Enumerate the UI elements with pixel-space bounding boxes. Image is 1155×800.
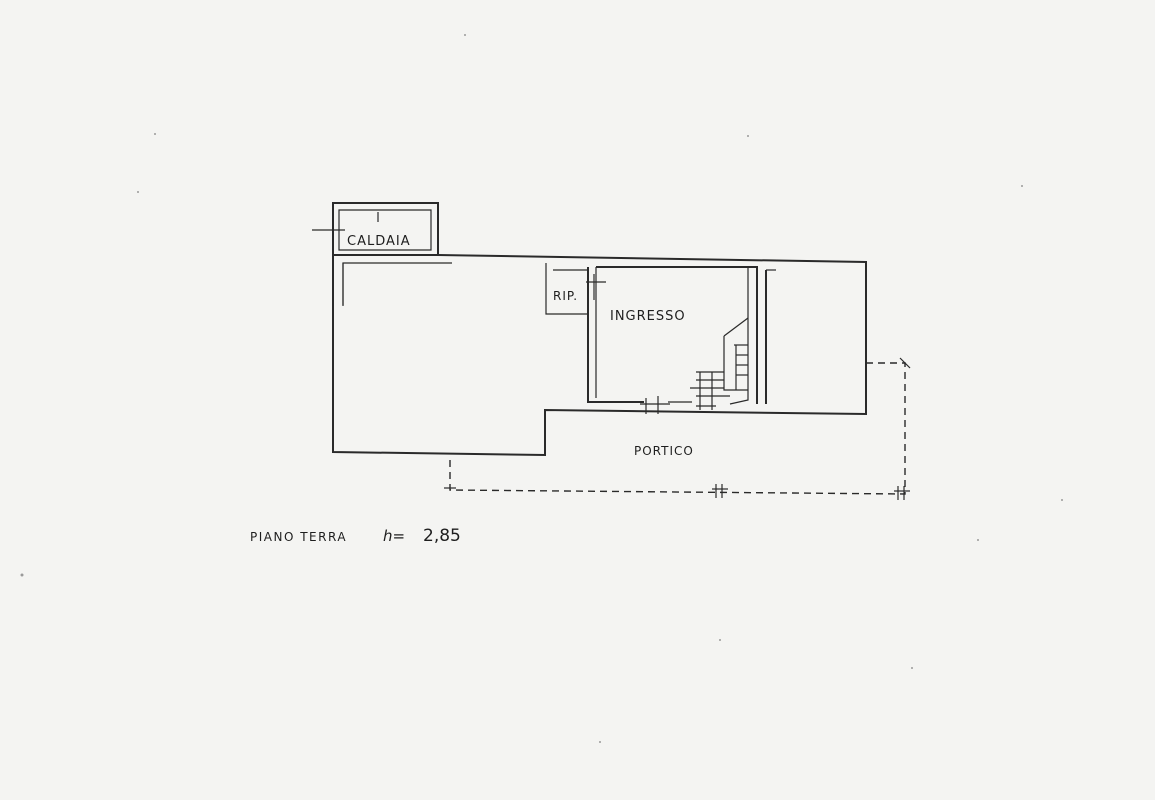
ingresso-room [587, 266, 758, 414]
label-ingresso: INGRESSO [610, 309, 686, 324]
paper-texture [20, 34, 1063, 743]
caption-height-value: 2,85 [423, 526, 461, 546]
portico-boundary [444, 357, 911, 500]
rip-closet [545, 263, 606, 315]
building-outline [332, 254, 867, 457]
caption-height-label: h= [383, 527, 405, 545]
caption-floor: PIANO TERRA [250, 530, 347, 544]
label-caldaia: CALDAIA [347, 234, 411, 249]
label-rip: RIP. [553, 289, 578, 303]
right-partition [765, 269, 776, 404]
label-portico: PORTICO [634, 444, 694, 458]
staircase [690, 317, 749, 410]
